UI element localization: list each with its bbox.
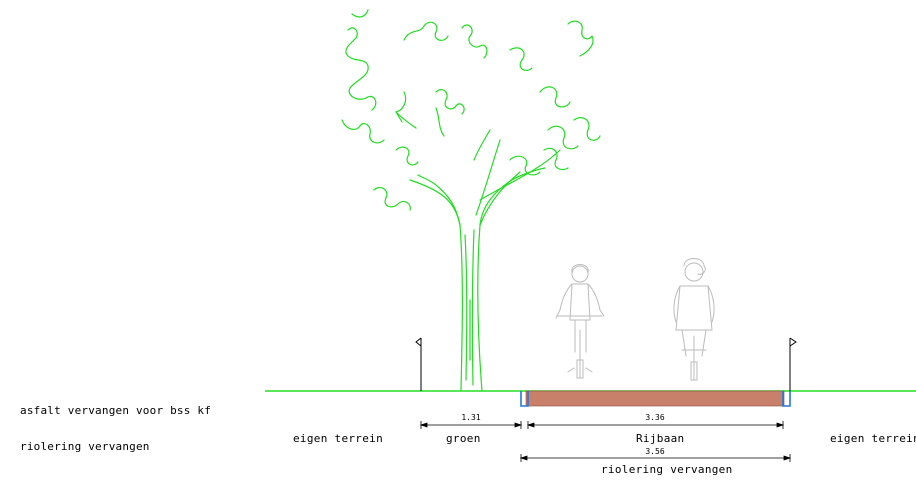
dimension-green: [419, 421, 523, 429]
note-line-1: asfalt vervangen voor bss kf: [20, 404, 212, 417]
cyclist-right: [673, 258, 715, 381]
label-green-zone: groen: [446, 432, 481, 445]
cyclist-left: [555, 264, 605, 379]
asphalt-roadway: [525, 390, 785, 407]
dimension-sewer: [519, 454, 792, 462]
dimension-sewer-value: 3.56: [645, 447, 665, 456]
note-block: asfalt vervangen voor bss kf riolering v…: [20, 381, 211, 465]
right-boundary-flag: [789, 337, 797, 391]
dimension-roadway-value: 3.36: [645, 413, 665, 422]
tree: [341, 9, 601, 392]
label-sewer-replacement: riolering vervangen: [601, 463, 733, 476]
dimension-roadway: [526, 421, 785, 429]
left-curb: [520, 391, 529, 407]
dimension-green-value: 1.31: [461, 413, 481, 422]
label-left-private-land: eigen terrein: [293, 432, 383, 445]
right-curb: [782, 391, 791, 407]
note-line-2: riolering vervangen: [20, 440, 150, 453]
label-right-private-land: eigen terrein: [830, 432, 916, 445]
label-roadway: Rijbaan: [636, 432, 685, 445]
left-boundary-flag: [415, 337, 422, 391]
